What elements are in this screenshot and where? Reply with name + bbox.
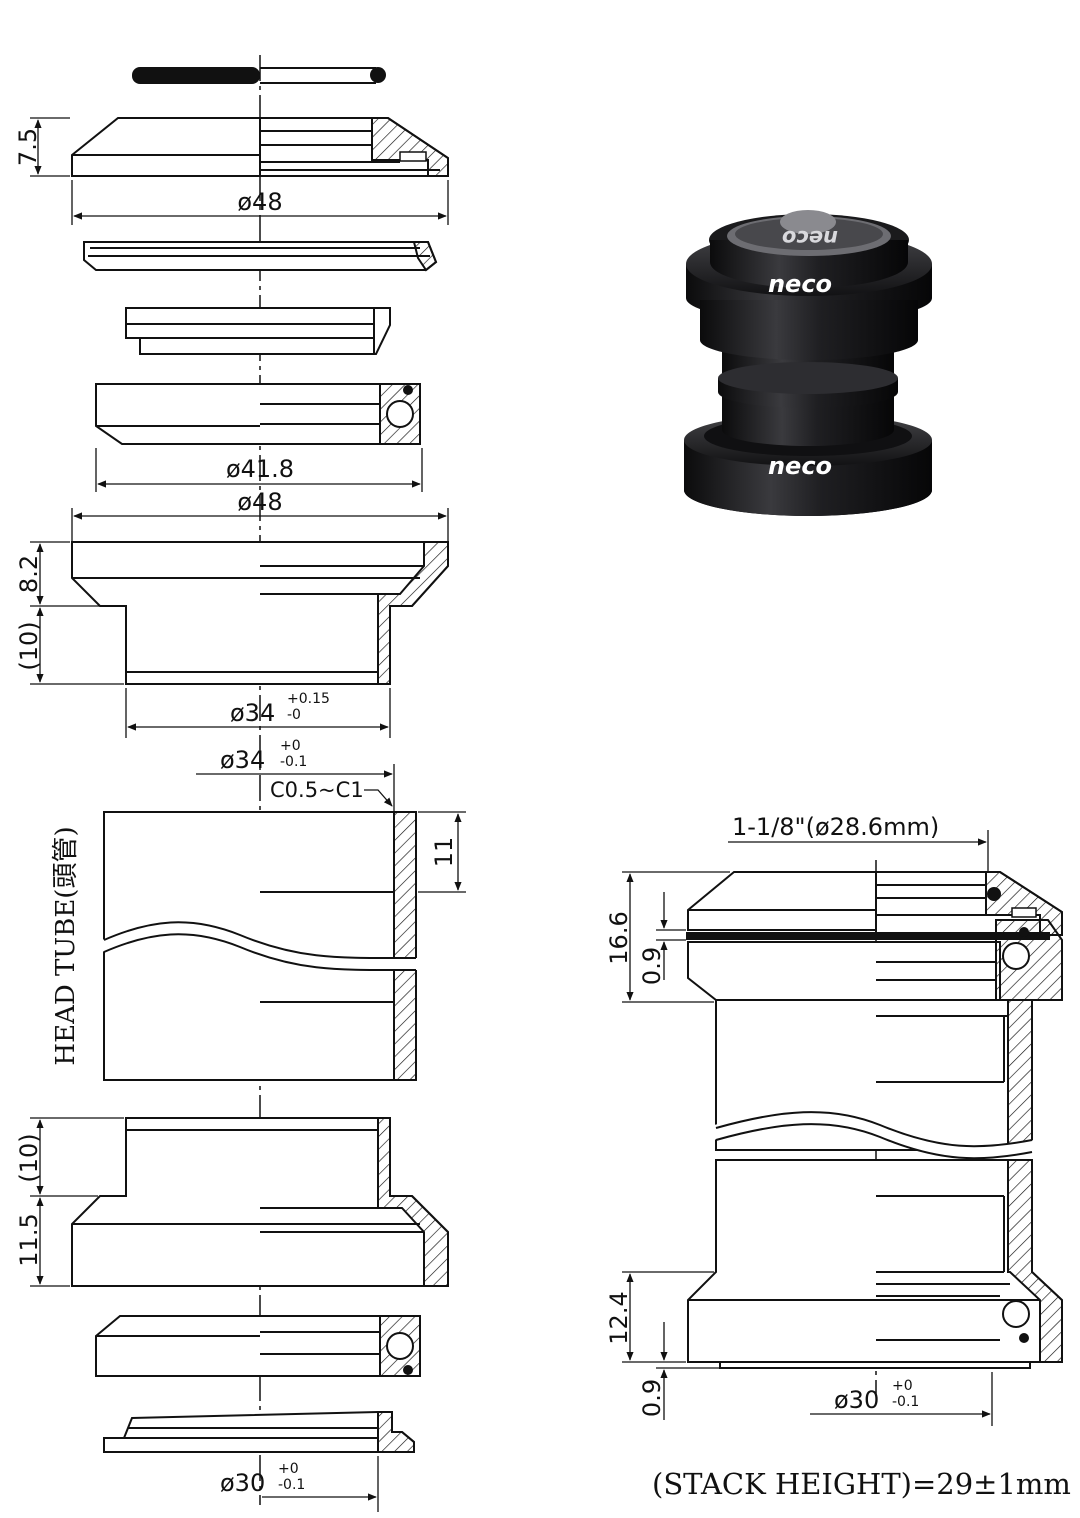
steerer-label: 1-1/8"(ø28.6mm) [732,813,939,841]
chamfer-depth-label: 11 [430,837,458,868]
top-cup-height-label: 8.2 [15,555,43,593]
top-cup-insert-label: (10) [15,621,43,670]
head-tube-label: HEAD TUBE(頭管) [51,826,81,1065]
assembly-top-height-label: 16.6 [605,911,633,964]
crown-race-tol-upper: +0 [278,1461,299,1477]
headset-product-photo: neco neco neco [684,210,932,516]
assembly-crown-diameter-label: ø30 [834,1386,879,1414]
upper-bearing [95,383,421,445]
spacer-ring [125,307,391,355]
cap-brand-logo: neco [782,226,838,250]
top-brand-logo: neco [768,270,832,298]
lower-bearing [95,1315,421,1377]
top-cup-insert-tol-upper: +0.15 [287,691,330,707]
bearing-diameter-label: ø41.8 [226,455,294,483]
head-tube-diameter-label: ø34 [220,746,265,774]
assembly-crown-tol-upper: +0 [892,1378,913,1394]
seal-ring [132,67,386,84]
crown-race [103,1411,415,1453]
assembled-headset-section [686,871,1063,1369]
assembly-bottom-height-label: 12.4 [605,1291,633,1344]
lower-cup [71,1117,449,1287]
bottom-brand-logo: neco [768,452,832,480]
lower-cup-height-label: 11.5 [15,1213,43,1266]
crown-race-tol-lower: -0.1 [278,1477,305,1493]
top-cup-diameter-label: ø48 [237,488,282,516]
top-cup [71,541,449,685]
top-cup-insert-tol-lower: -0 [287,707,301,723]
top-cover-diameter-label: ø48 [237,188,282,216]
lower-cup-insert-label: (10) [15,1133,43,1182]
crown-race-diameter-label: ø30 [220,1469,265,1497]
assembly-crown-tol-lower: -0.1 [892,1394,919,1410]
compression-ring [83,241,438,272]
top-cover-height-label: 7.5 [14,128,42,166]
top-cover [71,117,449,177]
top-cup-insert-diameter-label: ø34 [230,699,275,727]
head-tube-tol-upper: +0 [280,738,301,754]
stack-height-label: (STACK HEIGHT)=29±1mm [652,1467,1071,1501]
head-tube-tol-lower: -0.1 [280,754,307,770]
assembly-bottom-gap-label: 0.9 [638,1379,666,1417]
assembly-top-gap-label: 0.9 [638,947,666,985]
head-tube [102,811,418,1081]
chamfer-label: C0.5~C1 [270,778,364,802]
